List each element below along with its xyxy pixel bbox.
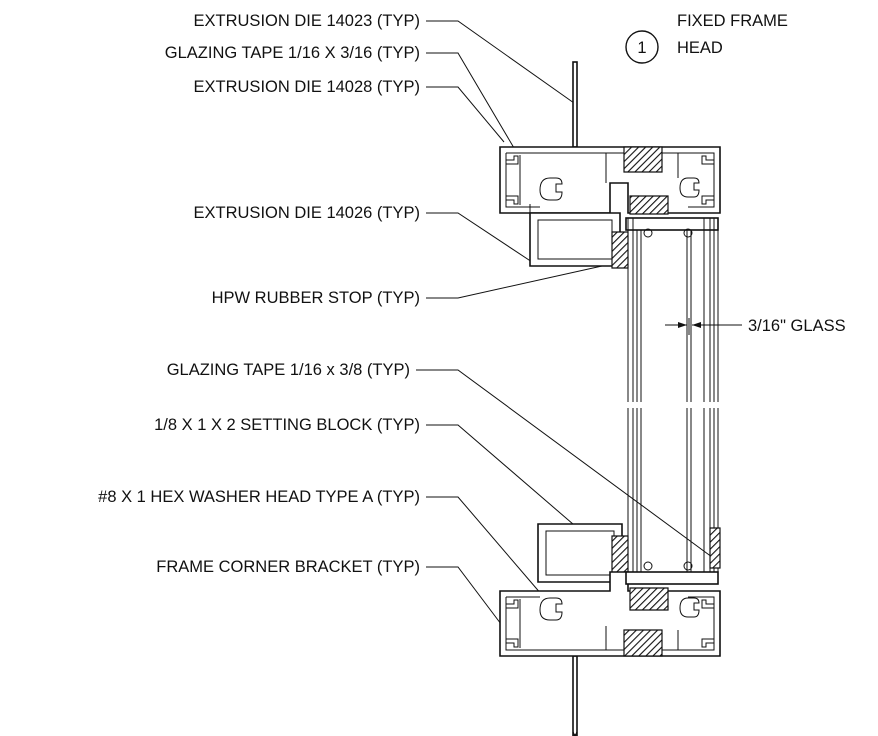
glass-unit-lower xyxy=(625,408,721,585)
leader-setting-block xyxy=(426,424,625,569)
head-frame-extrusion xyxy=(499,146,721,214)
label-glass-dimension: 3/16" GLASS xyxy=(748,317,846,335)
leader-hpw-rubber-stop xyxy=(426,261,621,299)
leader-lines xyxy=(416,20,717,629)
head-rubber-stop xyxy=(611,231,629,269)
label-glazing-tape-3-8: GLAZING TAPE 1/16 x 3/8 (TYP) xyxy=(167,361,410,379)
anchor-fin-bottom xyxy=(572,655,578,736)
label-extrusion-die-14026: EXTRUSION DIE 14026 (TYP) xyxy=(194,204,420,222)
leader-extrusion-die-14028 xyxy=(426,86,505,143)
anchor-fin-top xyxy=(572,61,578,148)
label-hex-washer-head: #8 X 1 HEX WASHER HEAD TYPE A (TYP) xyxy=(98,488,420,506)
label-glazing-tape-3-16: GLAZING TAPE 1/16 X 3/16 (TYP) xyxy=(165,44,420,62)
detail-title-line2: HEAD xyxy=(677,39,723,57)
label-setting-block: 1/8 X 1 X 2 SETTING BLOCK (TYP) xyxy=(154,416,420,434)
label-extrusion-die-14028: EXTRUSION DIE 14028 (TYP) xyxy=(194,78,420,96)
detail-callout: 1 FIXED FRAME HEAD xyxy=(625,12,788,64)
leader-glazing-tape-3-8 xyxy=(416,369,717,561)
leader-extrusion-die-14026 xyxy=(426,212,533,263)
label-extrusion-die-14023: EXTRUSION DIE 14023 (TYP) xyxy=(194,12,420,30)
detail-title-line1: FIXED FRAME xyxy=(677,12,788,30)
annotation-labels: EXTRUSION DIE 14023 (TYP) GLAZING TAPE 1… xyxy=(98,12,845,576)
leader-frame-corner-bracket xyxy=(426,566,505,629)
sill-setting-block xyxy=(629,587,669,611)
head-glazing-stop xyxy=(529,204,621,267)
leader-extrusion-die-14023 xyxy=(426,20,575,104)
glass-dimension xyxy=(665,318,742,335)
head-setting-block xyxy=(629,195,669,215)
sill-thermal-strip-bottom xyxy=(623,629,663,657)
label-frame-corner-bracket: FRAME CORNER BRACKET (TYP) xyxy=(156,558,420,576)
head-thermal-strip-top xyxy=(623,146,663,173)
glass-unit-upper xyxy=(625,217,719,402)
label-hpw-rubber-stop: HPW RUBBER STOP (TYP) xyxy=(212,289,420,307)
sill-rubber-stop xyxy=(611,535,629,577)
detail-number: 1 xyxy=(637,39,646,57)
detail-number-circle xyxy=(625,30,659,64)
leader-hex-washer-head xyxy=(426,496,543,596)
leader-glazing-tape-3-16 xyxy=(426,52,515,149)
